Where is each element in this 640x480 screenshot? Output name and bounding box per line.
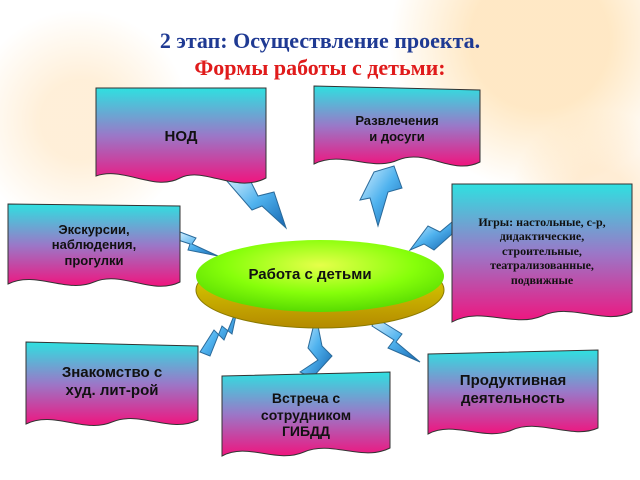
- center-label: Работа с детьми: [248, 266, 372, 283]
- bolt-games: [408, 220, 453, 252]
- node-label-games: Игры: настольные, с-р, дидактические, ст…: [478, 215, 606, 287]
- bolt-excursions: [177, 231, 219, 257]
- flag-leisure: [313, 85, 481, 167]
- flag-nod: [95, 87, 267, 184]
- flag-games: [451, 183, 633, 323]
- bolt-leisure: [359, 165, 403, 228]
- slide-subtitle: Формы работы с детьми:: [194, 55, 446, 80]
- flag-excursions: [7, 203, 181, 287]
- node-label-excursions: Экскурсии, наблюдения, прогулки: [51, 221, 137, 268]
- slide-title: 2 этап: Осуществление проекта.: [159, 28, 481, 53]
- bolt-literature: [199, 305, 239, 357]
- flag-literature: [25, 341, 199, 426]
- bolt-nod: [225, 175, 288, 230]
- node-label-leisure: Развлечения и досуги: [355, 113, 439, 144]
- node-label-gibdd: Встреча с сотрудником ГИБДД: [260, 389, 352, 440]
- flag-gibdd: [221, 371, 391, 457]
- node-label-productive: Продуктивная деятельность: [459, 372, 567, 407]
- center-disc: [195, 240, 445, 329]
- bolt-productive: [371, 317, 421, 363]
- node-label-literature: Знакомство с худ. лит-рой: [61, 364, 163, 399]
- node-label-nod: НОД: [164, 128, 198, 145]
- flag-productive: [427, 349, 599, 435]
